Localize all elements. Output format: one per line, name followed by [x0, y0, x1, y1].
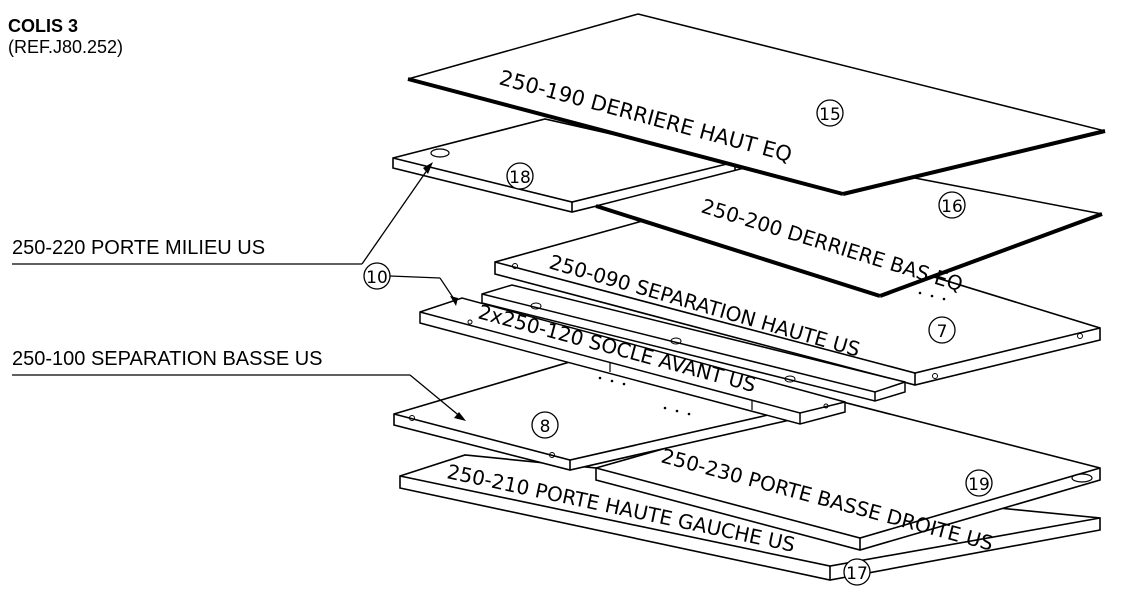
- svg-text:17: 17: [846, 564, 868, 584]
- package-reference: (REF.J80.252): [8, 37, 124, 57]
- svg-text:16: 16: [941, 197, 963, 217]
- panel-socle-avant: 2x250-120 SOCLE AVANT US 10: [363, 262, 906, 425]
- item-number-15: 15: [816, 99, 844, 127]
- drawing-header: COLIS 3 (REF.J80.252): [8, 16, 123, 58]
- svg-text:250-220 PORTE MILIEU US: 250-220 PORTE MILIEU US: [12, 237, 265, 259]
- callout-porte-milieu: 250-220 PORTE MILIEU US: [12, 162, 433, 265]
- item-number-18: 18: [506, 162, 534, 190]
- svg-text:250-100 SEPARATION BASSE US: 250-100 SEPARATION BASSE US: [12, 348, 323, 370]
- svg-text:19: 19: [968, 475, 990, 495]
- callout-separation-basse: 250-100 SEPARATION BASSE US: [12, 348, 466, 421]
- item-number-7: 7: [928, 316, 956, 344]
- item-number-17: 17: [843, 558, 871, 586]
- package-title: COLIS 3: [8, 16, 79, 36]
- svg-text:8: 8: [540, 417, 551, 437]
- svg-text:18: 18: [509, 168, 531, 188]
- item-number-8: 8: [531, 411, 559, 439]
- svg-text:10: 10: [366, 268, 388, 288]
- svg-text:15: 15: [819, 105, 841, 125]
- svg-text:7: 7: [937, 322, 948, 342]
- item-number-19: 19: [965, 469, 993, 497]
- item-number-10: 10: [363, 262, 391, 290]
- item-number-16: 16: [938, 191, 966, 219]
